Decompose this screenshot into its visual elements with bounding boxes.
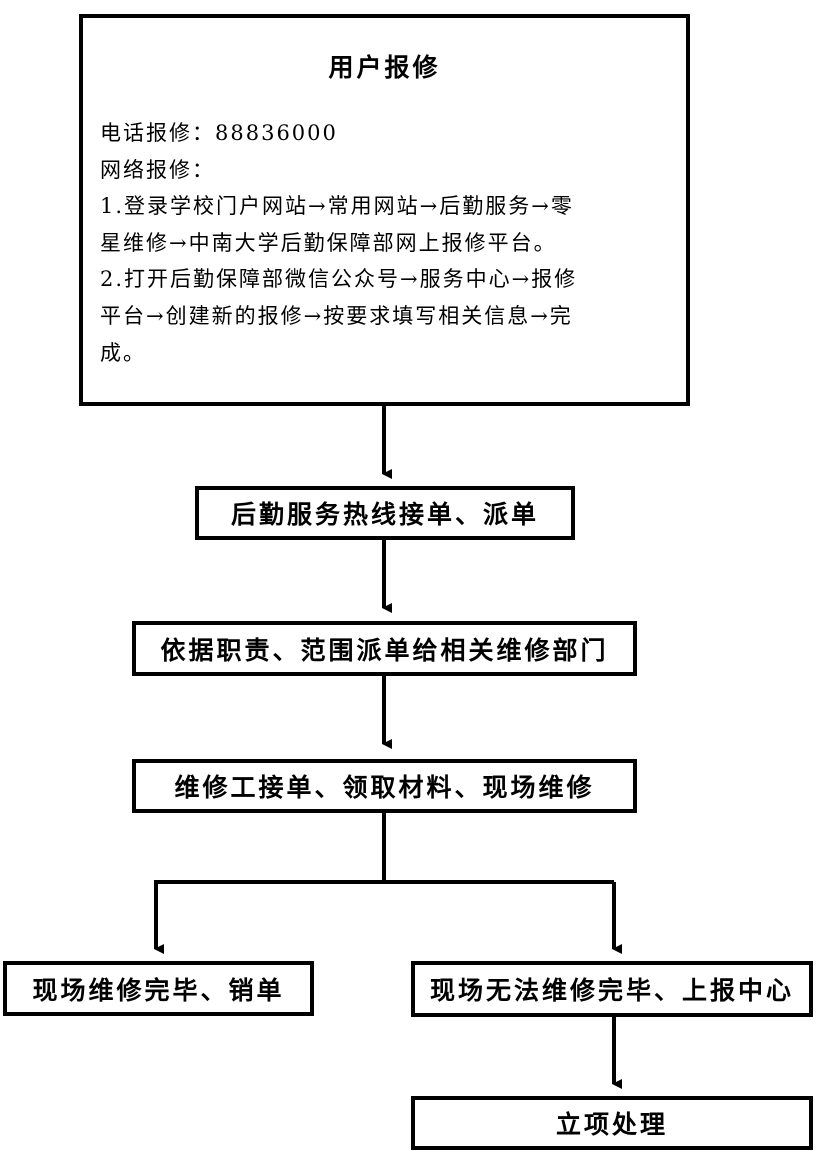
repair-done-box: 现场维修完毕、销单	[3, 961, 314, 1016]
user-report-body: 电话报修：88836000 网络报修： 1.登录学校门户网站→常用网站→后勤服务…	[100, 115, 666, 371]
step2-line1: 2.打开后勤保障部微信公众号→服务中心→报修	[100, 267, 578, 292]
repair-unable-label: 现场无法维修完毕、上报中心	[429, 976, 794, 1005]
department-dispatch-label: 依据职责、范围派单给相关维修部门	[160, 635, 609, 665]
onsite-repair-box: 维修工接单、领取材料、现场维修	[132, 759, 637, 813]
phone-report-line: 电话报修：88836000	[100, 121, 338, 145]
onsite-repair-label: 维修工接单、领取材料、现场维修	[174, 773, 595, 802]
step1-line1: 1.登录学校门户网站→常用网站→后勤服务→零	[100, 194, 574, 219]
step1-line2: 星维修→中南大学后勤保障部网上报修平台。	[100, 230, 557, 255]
department-dispatch-box: 依据职责、范围派单给相关维修部门	[132, 621, 637, 676]
step2-line2: 平台→创建新的报修→按要求填写相关信息→完	[100, 303, 573, 328]
project-handling-box: 立项处理	[411, 1096, 813, 1150]
online-report-heading: 网络报修：	[100, 157, 215, 182]
user-report-box: 用户报修 电话报修：88836000 网络报修： 1.登录学校门户网站→常用网站…	[79, 14, 690, 406]
repair-done-label: 现场维修完毕、销单	[32, 975, 285, 1005]
user-report-title: 用户报修	[328, 53, 441, 82]
step2-line3: 成。	[100, 340, 146, 365]
hotline-dispatch-box: 后勤服务热线接单、派单	[195, 486, 575, 540]
repair-unable-box: 现场无法维修完毕、上报中心	[411, 961, 813, 1017]
project-handling-label: 立项处理	[555, 1110, 668, 1139]
hotline-dispatch-label: 后勤服务热线接单、派单	[230, 500, 539, 529]
